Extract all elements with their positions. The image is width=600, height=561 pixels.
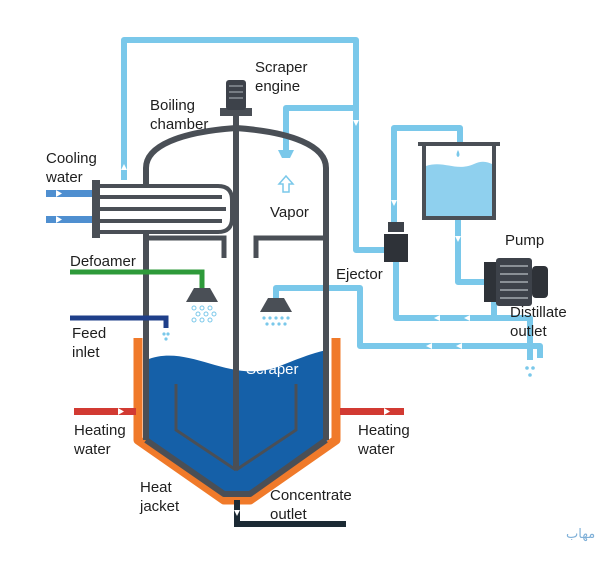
label-boiling-chamber: Boiling chamber [150,97,208,133]
heating-water-right-pipe [340,408,404,415]
defoamer-nozzle [186,288,218,302]
distillate-drops [525,366,535,377]
label-ejector: Ejector [336,266,383,283]
feed-inlet-pipe [70,315,169,328]
defoamer-bubbles [191,305,217,323]
label-heating-water-left: Heating water [73,422,130,458]
arrow-left-icon [464,315,470,321]
ejector [384,222,408,262]
scraper-blade-left [174,384,237,472]
spray-nozzle [260,298,292,312]
arrow-left-icon [434,315,440,321]
vapor-arrow-icon [277,174,295,193]
pump [484,258,548,306]
arrow-down-icon [455,236,461,242]
feed-drops [162,332,170,341]
label-scraper-engine: Scraper engine [255,59,312,95]
ejector-outlet-pipe [393,262,533,360]
label-cooling-water: Cooling water [45,150,101,186]
vapor-pipe [283,105,356,150]
ejector-to-tank-pipe [391,125,463,222]
label-heating-water-right: Heating water [357,422,414,458]
arrow-down-icon [353,120,359,126]
label-vapor: Vapor [270,204,309,221]
condensate-pipe [273,285,543,358]
concentrate-outlet-pipe [234,500,346,527]
cooling-water-out-pipe [46,216,92,223]
arrow-right-icon [384,408,390,415]
scraper-engine [220,80,252,116]
arrow-right-icon [56,216,62,223]
distillate-tank [418,142,500,220]
label-defoamer: Defoamer [70,253,136,270]
arrow-right-icon [118,408,124,415]
vapor-nozzle [278,150,294,158]
cooling-return-pipe [121,37,388,253]
right-baffle [253,235,326,258]
condenser [92,180,234,238]
arrow-right-icon [56,190,62,197]
label-heat-jacket: Heat jacket [139,479,180,515]
watermark: عمران سازان مهاب [566,527,600,542]
arrow-down-icon [234,510,240,516]
flow-arrows [121,120,470,349]
left-baffle [146,235,227,258]
label-pump: Pump [505,232,544,249]
arrow-left-icon [426,343,432,349]
label-concentrate-outlet: Concentrate outlet [270,487,356,523]
cooling-water-in-pipe [46,190,92,197]
arrow-up-icon [121,164,127,170]
defoamer-pipe [70,269,205,288]
label-feed-inlet: Feed inlet [72,325,110,361]
arrow-left-icon [456,343,462,349]
label-distillate-outlet: Distillate outlet [510,304,571,340]
heating-water-left-pipe [74,408,136,415]
spray-drops [262,316,290,326]
scraper-blade-right [235,384,298,472]
arrow-down-icon [391,200,397,206]
vessel-cone [144,437,328,497]
label-scraper: Scraper [246,361,299,378]
